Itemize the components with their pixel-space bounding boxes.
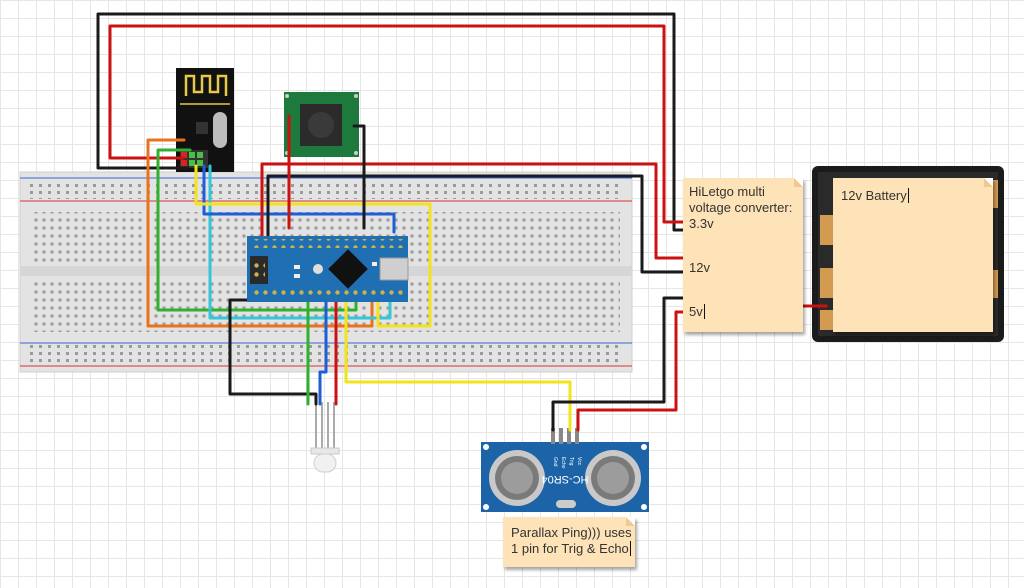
- push-button: [284, 92, 359, 157]
- sensor-pin-echo: Echo: [560, 457, 566, 469]
- wire-yellow-nrf: [194, 164, 432, 328]
- wire-cyan: [208, 164, 392, 320]
- wire-black-top: [96, 12, 685, 232]
- wire-blue-nrf: [202, 164, 396, 234]
- battery-text: 12v Battery: [841, 188, 907, 203]
- battery-label: 12v Battery: [841, 188, 909, 204]
- wire-red-mid: [260, 162, 685, 260]
- text-cursor: [628, 541, 631, 556]
- converter-5v-label: 5v: [689, 304, 705, 320]
- converter-note: HiLetgo multi voltage converter: 3.3v 12…: [683, 178, 803, 332]
- wire-red-top: [108, 24, 685, 224]
- wire-red-sensor: [576, 310, 685, 432]
- converter-5v-text: 5v: [689, 304, 703, 319]
- wire-black-led: [228, 298, 318, 406]
- ultrasonic-sensor: HC-SR04 Vcc Trig Echo Gnd: [481, 428, 649, 512]
- wires: [96, 12, 828, 432]
- note-fold: [794, 178, 803, 187]
- note-fold: [984, 178, 993, 187]
- wire-yellow-sensor: [344, 300, 572, 432]
- sensor-pin-trig: Trig: [568, 457, 574, 466]
- ping-note: Parallax Ping))) uses 1 pin for Trig & E…: [503, 517, 635, 567]
- wire-black-sensor: [551, 296, 685, 432]
- wire-black-mid: [266, 174, 685, 274]
- wire-green-nrf: [156, 148, 358, 312]
- note-fold: [626, 517, 635, 526]
- converter-3v3-label: 3.3v: [689, 216, 714, 231]
- wire-black-button: [352, 124, 366, 230]
- text-cursor: [702, 304, 705, 319]
- battery-note: 12v Battery: [833, 178, 993, 332]
- converter-title: HiLetgo multi voltage converter:: [689, 184, 793, 215]
- arduino-nano: [247, 236, 409, 302]
- nrf24-module: [176, 68, 234, 172]
- rgb-led: [310, 402, 340, 473]
- ping-label: Parallax Ping))) uses 1 pin for Trig & E…: [511, 525, 635, 557]
- text-cursor: [906, 188, 909, 203]
- wire-blue-led: [318, 300, 328, 406]
- converter-12v-label: 12v: [689, 260, 710, 275]
- sensor-pin-vcc: Vcc: [576, 457, 582, 466]
- ping-text: Parallax Ping))) uses 1 pin for Trig & E…: [511, 525, 632, 556]
- sensor-model-label: HC-SR04: [541, 473, 588, 485]
- sensor-pin-gnd: Gnd: [552, 457, 558, 467]
